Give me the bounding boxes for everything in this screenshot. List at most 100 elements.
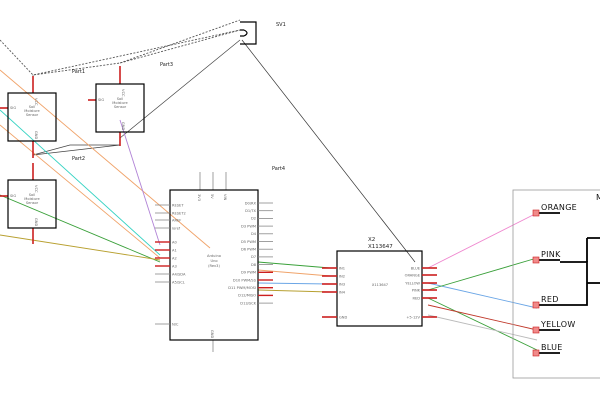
arduino-title-2: Uno: [210, 259, 217, 263]
arduino-right-label-d8: D8: [251, 263, 257, 267]
arduino-title-1: Arduino: [207, 254, 221, 258]
part2-label: Part2: [72, 156, 85, 162]
part1-label: Part1: [72, 69, 85, 75]
driver-right-label-yellow: YELLOW: [405, 281, 420, 285]
wire-drv-motor-pink: [427, 212, 538, 269]
sv1-label: SV1: [276, 22, 286, 28]
wire-drv-motor-green2: [427, 297, 538, 351]
sensor-b-title-1: Soil: [117, 97, 123, 101]
driver-left-label-in3: IN3: [339, 282, 345, 286]
arduino-right-label-d9-pwm: D9 PWM: [241, 271, 256, 275]
sensor-b-pin-vcc: VCC: [121, 89, 125, 97]
motor-wire-terminal-orange: [532, 209, 540, 217]
wire-green-1: [0, 194, 161, 263]
arduino-right-label-d13-sck: D13/SCK: [240, 301, 256, 305]
sensor-b-body: [95, 83, 145, 133]
motor-wire-terminal-blue: [532, 349, 540, 357]
sensor-b-pin-sig: SIG: [98, 98, 104, 102]
wire-drv-gnd: [427, 314, 538, 341]
motor-wire-terminal-pink: [532, 256, 540, 264]
motor-frame: [512, 189, 600, 379]
sensor-a-title-3: Sensor: [26, 113, 39, 117]
wire-ard-drv-4: [257, 289, 331, 293]
arduino-right-label-d2: D2: [251, 217, 256, 221]
wire-cyan: [0, 109, 161, 256]
soil-sensor-a: SIG VCC GND Soil Moisture Sensor: [0, 76, 57, 158]
motor-wire-terminal-yellow: [532, 326, 540, 334]
sensor-a-body: [7, 92, 57, 142]
arduino-right-label-d1-tx: D1/TX: [245, 209, 256, 213]
arduino-left-label-ioref: ioref: [172, 226, 181, 230]
arduino-top-label-vin: VIN: [223, 194, 227, 201]
arduino-right-label-d11-pwm-mosi: D11 PWM/MOSI: [228, 286, 256, 290]
arduino-left-label-n-c: N/C: [172, 322, 179, 326]
arduino-left-label-a1: A1: [172, 248, 177, 252]
wire-dashed-top: [119, 19, 241, 64]
driver-left-label-gnd: GND: [339, 315, 347, 319]
wire-purple: [119, 119, 161, 246]
driver-right-label-blue: BLUE: [411, 266, 421, 270]
arduino-right-label-d4: D4: [251, 232, 257, 236]
part4-label: Part4: [272, 166, 285, 172]
wire-orange-1: [0, 69, 211, 249]
sensor-a-title-2: Moisture: [24, 109, 40, 113]
motor-wire-label-blue: BLUE: [541, 343, 563, 352]
motor-wire-label-red: RED: [541, 295, 559, 304]
driver-right-label-5-12v: +5-12V: [406, 315, 420, 319]
arduino-right-label-d7: D7: [251, 255, 256, 259]
driver-left-label-in4: IN4: [339, 290, 346, 294]
arduino-left-label-reset: RESET: [172, 203, 184, 207]
arduino-right-label-d12-miso: D12/MISO: [238, 294, 256, 298]
sensor-a-title-1: Soil: [29, 105, 35, 109]
wire-sv1-driver: [241, 39, 416, 263]
driver-part: X113647: [368, 244, 393, 250]
sensor-c-pin-vcc: VCC: [34, 185, 38, 193]
sensor-c-pin-gnd: GND: [34, 218, 38, 226]
sv1-connector: SV1: [240, 21, 286, 45]
sv1-symbol: [240, 21, 257, 45]
motor-coil-pink-red: [560, 261, 588, 306]
driver-ref: X2: [368, 237, 375, 243]
arduino-uno: RESETRESET2AREFiorefA0A1A2A3A4/SDAA5/SCL…: [155, 172, 273, 352]
sensor-a-pin-gnd: GND: [34, 131, 38, 139]
sensor-c-pin-sig: SIG: [10, 194, 16, 198]
driver-center-label: X113647: [372, 283, 388, 287]
wires: [0, 19, 538, 351]
driver-body: [336, 250, 423, 327]
sensor-c-title-1: Soil: [29, 193, 35, 197]
arduino-right-label-d0-rx: D0/RX: [245, 201, 257, 205]
driver-left-label-in2: IN2: [339, 274, 345, 278]
arduino-title-3: (Rev3): [208, 264, 220, 268]
soil-sensor-c: SIG VCC GND Soil Moisture Sensor: [0, 163, 57, 244]
motor-ref-label: M: [596, 193, 600, 202]
arduino-right-label-d3-pwm: D3 PWM: [241, 224, 256, 228]
arduino-right-label-d10-pwm-ss: D10 PWM/SS: [233, 278, 257, 282]
driver-left-label-in1: IN1: [339, 266, 345, 270]
wire-olive: [0, 234, 161, 261]
sensor-c-title-3: Sensor: [26, 201, 39, 205]
arduino-top-label-5v: 5V: [210, 194, 214, 199]
wire-drv-motor-blue: [427, 282, 538, 309]
arduino-left-label-a5-scl: A5/SCL: [172, 280, 185, 284]
driver-right-label-orange: ORANGE: [405, 273, 421, 277]
arduino-top-label-3v3: 3V3: [197, 194, 201, 201]
motor-wire-terminal-red: [532, 301, 540, 309]
arduino-left-label-reset2: RESET2: [172, 211, 186, 215]
sensor-b-pin-gnd: GND: [121, 122, 125, 130]
sensor-a-pin-vcc: VCC: [34, 98, 38, 106]
arduino-right-label-d6-pwm: D6 PWM: [241, 248, 256, 252]
arduino-left-pins: RESETRESET2AREFiorefA0A1A2A3A4/SDAA5/SCL…: [155, 203, 186, 326]
wire-ard-drv-3: [257, 282, 331, 285]
wire-drv-motor-green1: [427, 257, 538, 291]
motor-coil-bracket: [586, 237, 600, 262]
arduino-bottom-label-gnd: GND: [210, 330, 214, 338]
part3-label: Part3: [160, 62, 173, 68]
arduino-left-label-a2: A2: [172, 256, 177, 260]
sensor-b-title-2: Moisture: [112, 101, 128, 105]
driver-right-label-pink: PINK: [412, 288, 421, 292]
arduino-left-label-aref: AREF: [172, 218, 181, 222]
